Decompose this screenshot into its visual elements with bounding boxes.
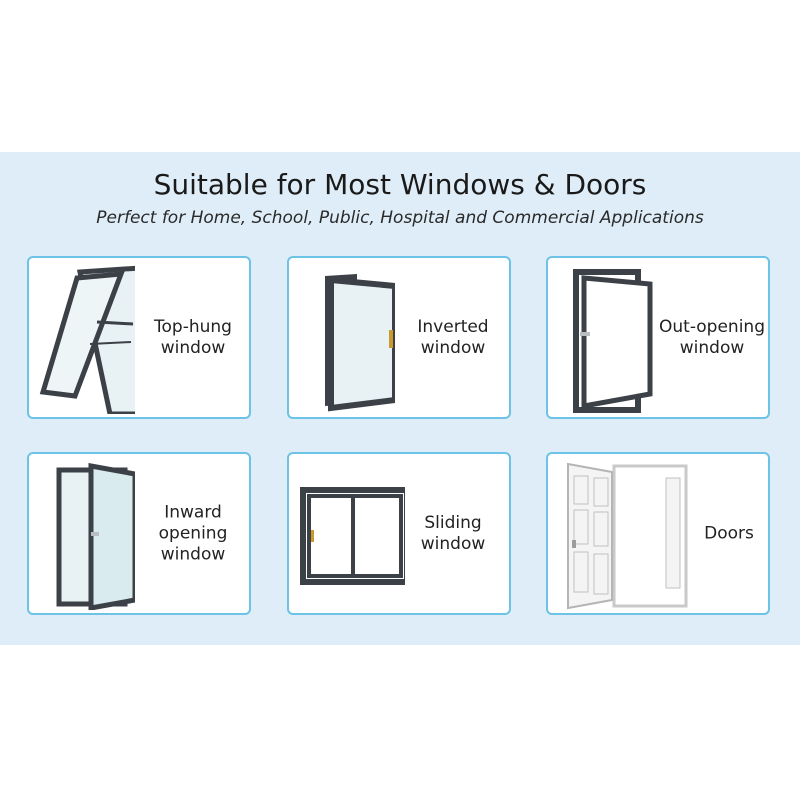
page-title: Suitable for Most Windows & Doors — [153, 168, 647, 201]
card-inward-opening-window: Inward opening window — [27, 452, 251, 615]
label-line: Inverted — [417, 316, 489, 337]
card-label: Inward opening window — [137, 502, 249, 565]
card-label: Doors — [688, 523, 770, 544]
card-label: Sliding window — [397, 513, 509, 555]
page-subtitle: Perfect for Home, School, Public, Hospit… — [96, 208, 704, 228]
sliding-window-icon — [300, 487, 405, 585]
label-line: window — [160, 544, 226, 564]
card-doors: Doors — [546, 452, 770, 615]
inverted-window-icon — [325, 274, 395, 412]
card-label: Inverted window — [397, 317, 509, 359]
doors-icon — [567, 462, 688, 610]
label-line: Inward — [164, 502, 222, 522]
label-line: opening — [158, 523, 228, 543]
label-line: window — [420, 533, 486, 554]
label-line: Sliding — [424, 512, 482, 533]
label-line: window — [679, 337, 745, 358]
card-label: Out-opening window — [656, 317, 768, 359]
card-out-opening-window: Out-opening window — [546, 256, 770, 419]
label-line: Doors — [704, 523, 754, 543]
inward-opening-window-icon — [56, 463, 135, 610]
label-line: window — [160, 337, 226, 358]
label-line: Out-opening — [659, 316, 765, 337]
card-inverted-window: Inverted window — [287, 256, 511, 419]
label-line: Top-hung — [154, 316, 232, 337]
label-line: window — [420, 337, 486, 358]
card-top-hung-window: Top-hung window — [27, 256, 251, 419]
out-opening-window-icon — [573, 269, 653, 413]
card-sliding-window: Sliding window — [287, 452, 511, 615]
top-hung-window-icon — [39, 265, 135, 414]
card-label: Top-hung window — [137, 317, 249, 359]
